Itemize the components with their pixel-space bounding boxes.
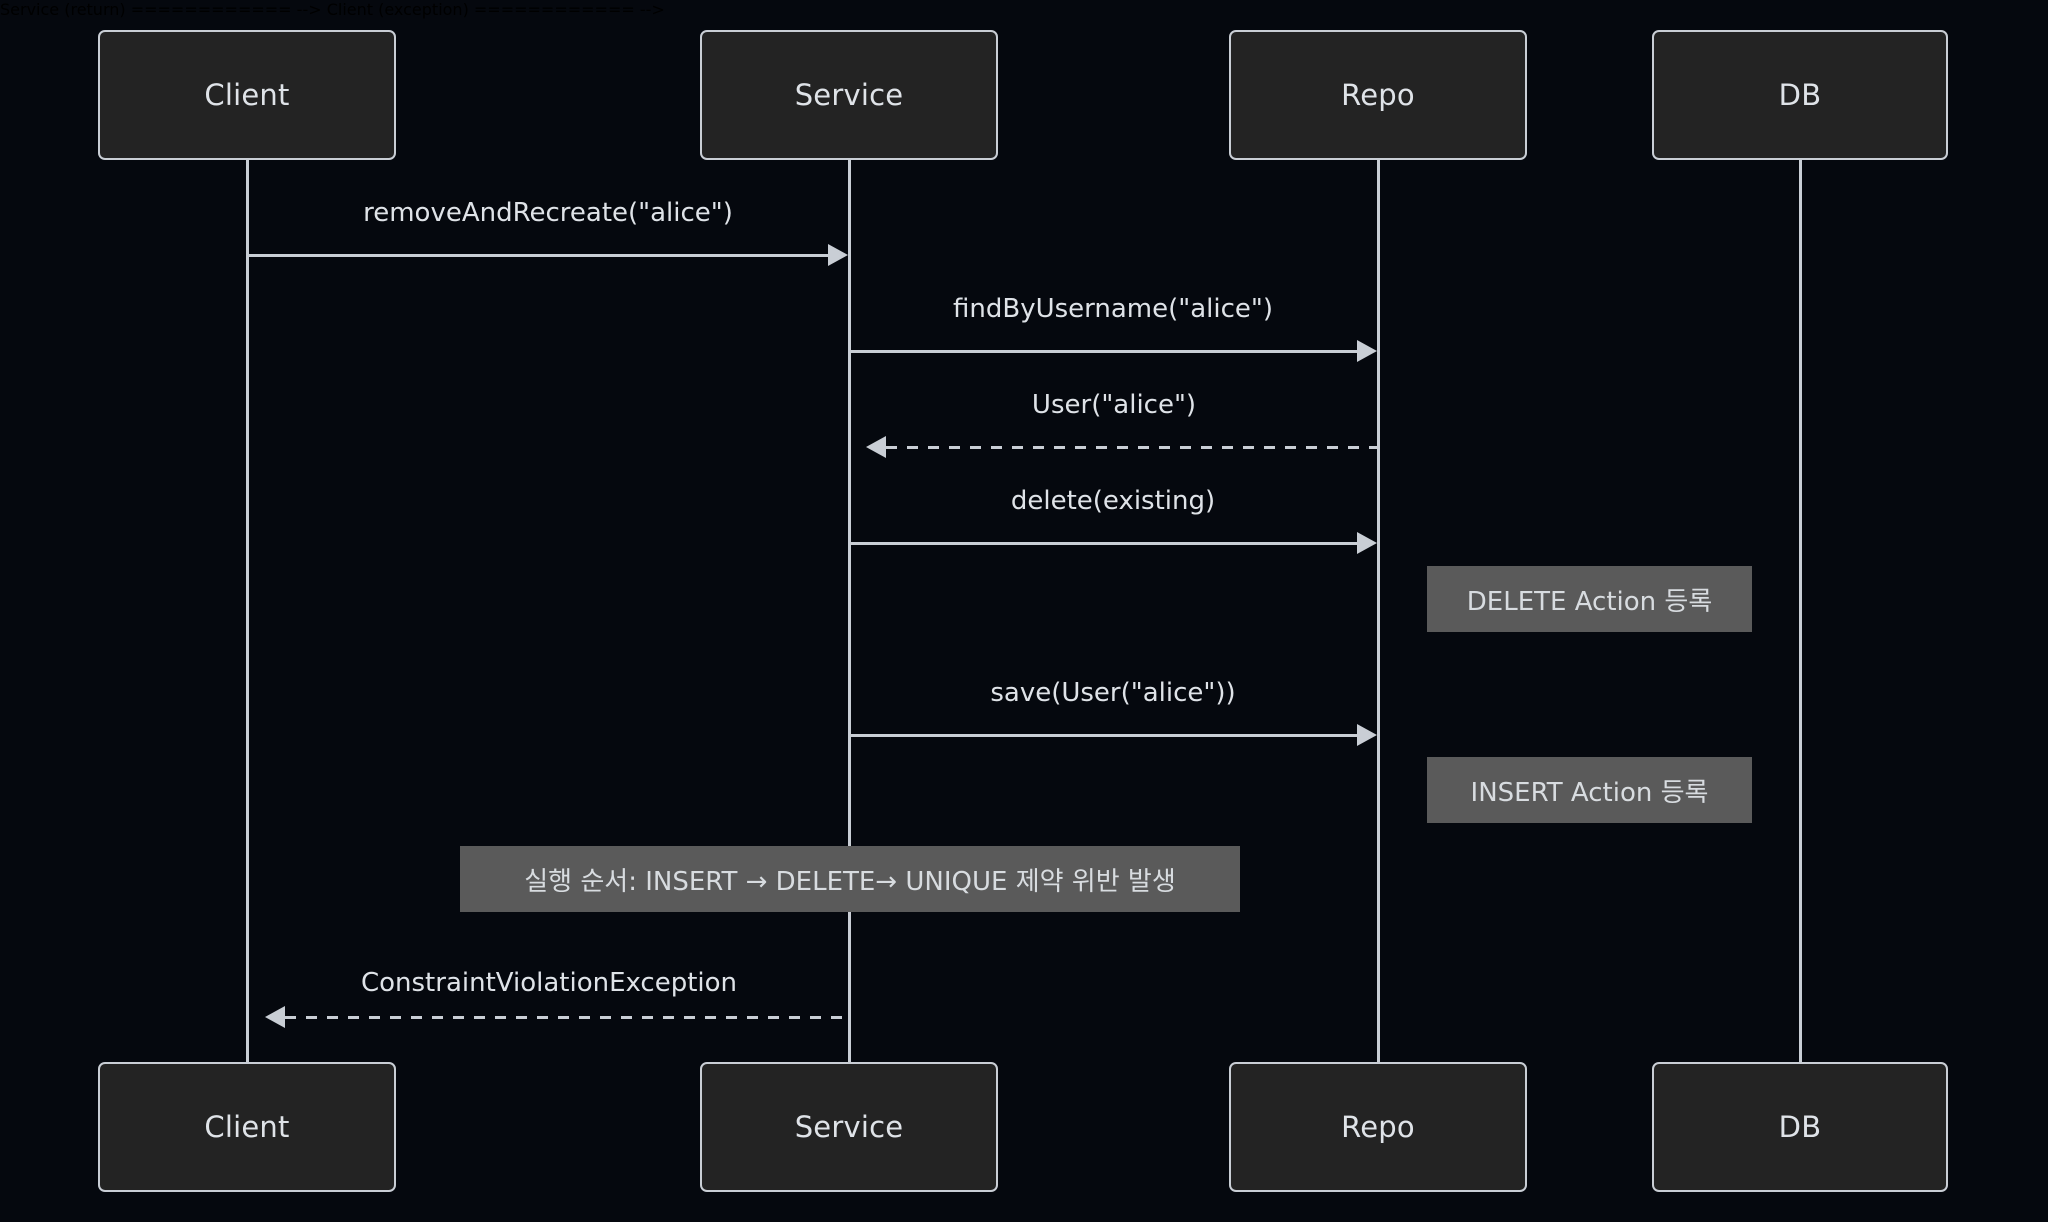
participant-label-client-bottom: Client	[204, 1110, 290, 1144]
message-label-user-alice: User("alice")	[1031, 390, 1197, 420]
participant-box-client-top[interactable]: Client	[98, 30, 396, 160]
message-line-remove-and-recreate	[248, 254, 830, 257]
message-line-find-by-username	[850, 350, 1359, 353]
participant-label-service-top: Service	[794, 78, 904, 112]
participant-label-repo-top: Repo	[1341, 78, 1415, 112]
message-line-constraint-violation	[285, 1016, 850, 1019]
message-label-find-by-username: findByUsername("alice")	[953, 294, 1273, 324]
arrowhead-left-constraint-violation	[265, 1006, 285, 1028]
arrowhead-right-remove-and-recreate	[828, 244, 848, 266]
lifeline-client	[246, 160, 249, 1062]
participant-box-repo-bottom[interactable]: Repo	[1229, 1062, 1527, 1192]
message-line-save-user	[850, 734, 1359, 737]
message-line-delete-existing	[850, 542, 1359, 545]
participant-box-db-top[interactable]: DB	[1652, 30, 1948, 160]
arrowhead-right-delete-existing	[1357, 532, 1377, 554]
message-label-delete-existing: delete(existing)	[1010, 486, 1216, 516]
participant-label-service-bottom: Service	[794, 1110, 904, 1144]
arrowhead-right-find-by-username	[1357, 340, 1377, 362]
participant-label-repo-bottom: Repo	[1341, 1110, 1415, 1144]
participant-label-db-top: DB	[1778, 78, 1822, 112]
note-insert-action: INSERT Action 등록	[1427, 757, 1752, 823]
participant-label-db-bottom: DB	[1778, 1110, 1822, 1144]
note-delete-action: DELETE Action 등록	[1427, 566, 1752, 632]
arrowhead-right-save-user	[1357, 724, 1377, 746]
message-line-user-alice	[886, 446, 1378, 449]
participant-box-repo-top[interactable]: Repo	[1229, 30, 1527, 160]
lifeline-service	[848, 160, 851, 1062]
arrowhead-left-user-alice	[866, 436, 886, 458]
participant-box-service-bottom[interactable]: Service	[700, 1062, 998, 1192]
participant-label-client-top: Client	[204, 78, 290, 112]
message-label-remove-and-recreate: removeAndRecreate("alice")	[363, 198, 733, 228]
lifeline-db	[1799, 160, 1802, 1062]
participant-box-db-bottom[interactable]: DB	[1652, 1062, 1948, 1192]
participant-box-service-top[interactable]: Service	[700, 30, 998, 160]
participant-box-client-bottom[interactable]: Client	[98, 1062, 396, 1192]
lifeline-repo	[1377, 160, 1380, 1062]
note-execution-order: 실행 순서: INSERT → DELETE→ UNIQUE 제약 위반 발생	[460, 846, 1240, 912]
message-label-constraint-violation: ConstraintViolationException	[360, 968, 738, 998]
message-label-save-user: save(User("alice"))	[990, 678, 1236, 708]
